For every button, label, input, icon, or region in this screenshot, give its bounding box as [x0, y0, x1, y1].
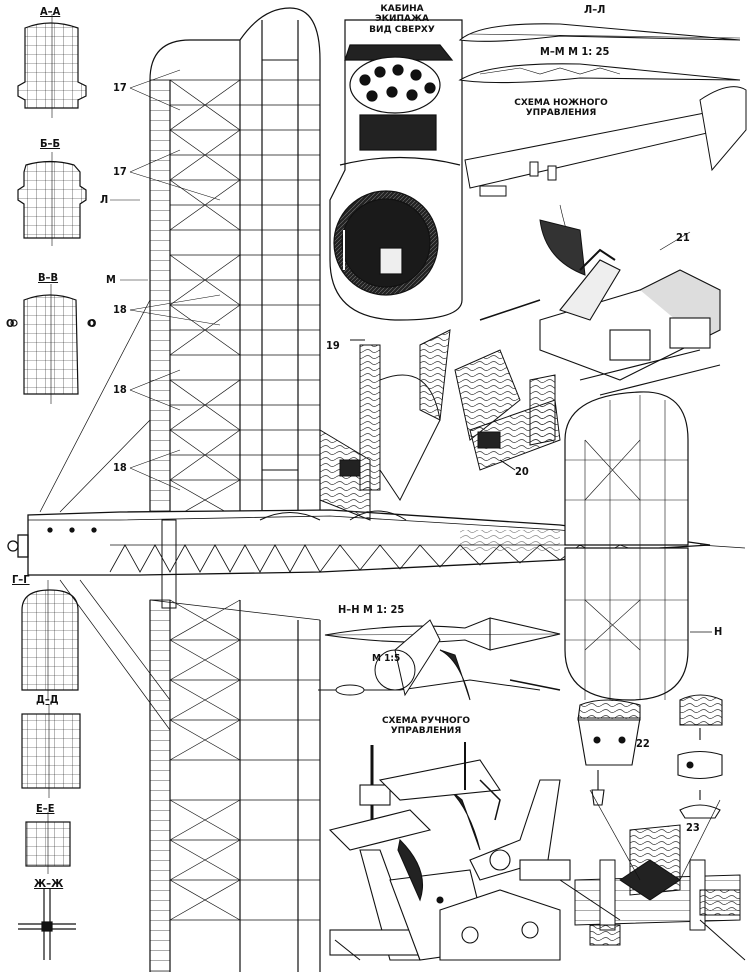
caption-hand-control-line2: УПРАВЛЕНИЯ — [390, 726, 462, 737]
joint-detail-21 — [479, 231, 721, 396]
section-vv — [10, 284, 95, 404]
callout-17a: 17 — [113, 81, 127, 94]
callout-18b: 18 — [113, 383, 127, 396]
callout-18c: 18 — [113, 461, 127, 474]
foot-control-scheme — [464, 86, 747, 276]
section-bb — [17, 152, 87, 246]
section-zhzh — [18, 888, 76, 960]
callout-23: 23 — [686, 821, 700, 834]
upper-wing — [110, 7, 321, 521]
section-label-gg: Г–Г — [12, 573, 30, 586]
hand-control-scheme — [318, 619, 561, 701]
caption-foot-control: СХЕМА НОЖНОГО УПРАВЛЕНИЯ — [506, 98, 616, 119]
callout-22: 22 — [636, 737, 650, 750]
callout-17b: 17 — [113, 165, 127, 178]
wood-details — [319, 329, 561, 521]
caption-foot-control-line1: СХЕМА НОЖНОГО — [514, 98, 608, 108]
section-label-ee: Е–Е — [36, 802, 55, 815]
section-label-dd: Д–Д — [36, 693, 59, 706]
marker-o-left: О — [6, 317, 15, 330]
section-gg — [21, 580, 79, 700]
marker-o-right: О — [88, 317, 97, 330]
callout-20: 20 — [515, 465, 529, 478]
caption-foot-control-line2: УПРАВЛЕНИЯ — [525, 108, 597, 119]
section-aa — [17, 14, 87, 118]
scale-label-1-5: М 1:5 — [372, 653, 401, 664]
section-label-aa: А–А — [40, 5, 61, 18]
section-ee — [25, 812, 71, 874]
lower-wing — [149, 599, 321, 972]
section-label-mm: М–М М 1: 25 — [540, 45, 610, 58]
marker-m: М — [106, 273, 116, 286]
cockpit-top-view — [329, 19, 463, 321]
caption-cockpit: КАБИНА ЭКИПАЖА ВИД СВЕРХУ — [352, 4, 452, 35]
fitting-detail-22 — [577, 694, 723, 819]
fuselage — [7, 299, 711, 731]
caption-cockpit-line2: ВИД СВЕРХУ — [369, 24, 435, 35]
wing-profiles — [458, 23, 741, 84]
section-label-zhzh: Ж–Ж — [34, 877, 64, 890]
section-dd — [21, 704, 81, 798]
control-stick-assembly — [328, 742, 571, 961]
root-joint-23 — [559, 789, 746, 961]
caption-hand-control: СХЕМА РУЧНОГО УПРАВЛЕНИЯ — [374, 716, 478, 737]
marker-n: Н — [714, 625, 723, 638]
tail-plane — [564, 391, 746, 701]
section-label-ll: Л–Л — [584, 3, 606, 16]
section-label-nn: Н–Н М 1: 25 — [338, 603, 405, 616]
section-label-bb: Б–Б — [40, 137, 61, 150]
callout-18a: 18 — [113, 303, 127, 316]
callout-19: 19 — [326, 339, 340, 352]
section-label-vv: В–В — [38, 271, 59, 284]
section-nn — [324, 617, 561, 651]
caption-cockpit-line1: КАБИНА ЭКИПАЖА — [375, 4, 429, 25]
marker-l: Л — [100, 193, 109, 206]
caption-hand-control-line1: СХЕМА РУЧНОГО — [381, 716, 471, 726]
callout-21: 21 — [676, 231, 690, 244]
